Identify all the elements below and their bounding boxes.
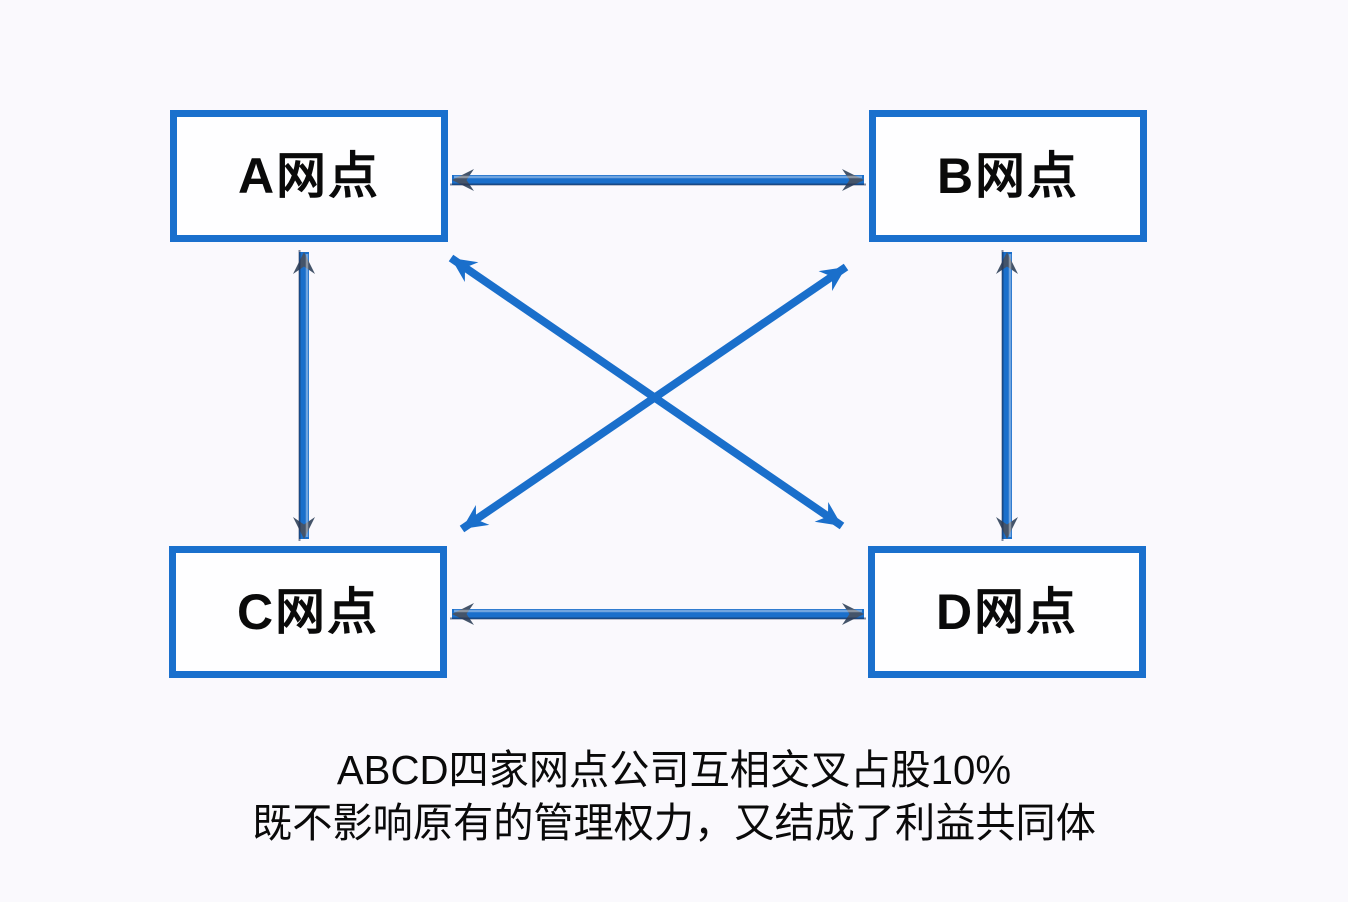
arrow-a-d <box>448 254 845 530</box>
arrow-a-b <box>450 169 866 191</box>
caption-line-1: ABCD四家网点公司互相交叉占股10% <box>336 747 1012 793</box>
caption: ABCD四家网点公司互相交叉占股10% 既不影响原有的管理权力，又结成了利益共同… <box>13 744 1334 850</box>
arrow-c-b <box>459 263 849 533</box>
arrow-c-d <box>450 603 866 625</box>
node-d: D网点 <box>868 546 1146 678</box>
node-c-label: C网点 <box>236 584 380 640</box>
node-d-label: D网点 <box>935 584 1079 640</box>
caption-line-2: 既不影响原有的管理权力，又结成了利益共同体 <box>252 800 1096 846</box>
node-c: C网点 <box>169 546 447 678</box>
node-a: A网点 <box>170 110 448 242</box>
node-b: B网点 <box>869 110 1147 242</box>
node-b-label: B网点 <box>936 148 1080 204</box>
node-a-label: A网点 <box>237 148 381 204</box>
arrow-b-d <box>996 250 1018 541</box>
arrow-a-c <box>293 250 315 541</box>
